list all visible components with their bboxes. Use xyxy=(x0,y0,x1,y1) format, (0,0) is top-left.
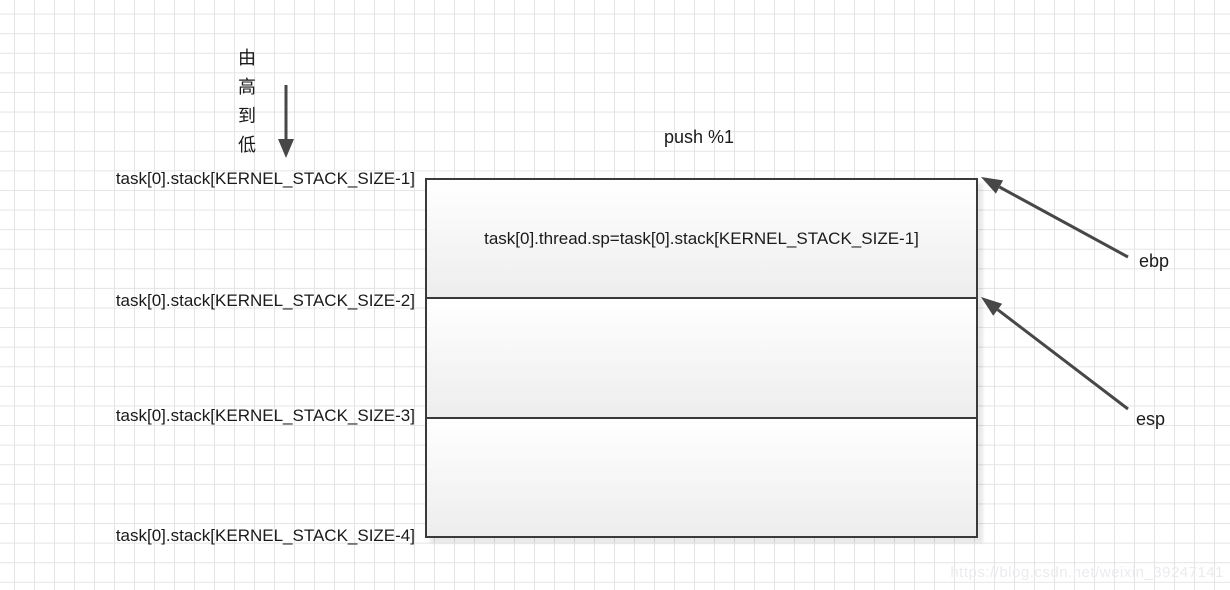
stack-address-label-4: task[0].stack[KERNEL_STACK_SIZE-4] xyxy=(115,526,415,545)
ebp-register-label: ebp xyxy=(1139,251,1170,271)
direction-note-text: 由高到低 xyxy=(238,48,256,155)
push-instruction-label: push %1 xyxy=(663,127,735,147)
stack-address-label-2: task[0].stack[KERNEL_STACK_SIZE-2] xyxy=(115,291,415,310)
stack-address-label-3: task[0].stack[KERNEL_STACK_SIZE-3] xyxy=(115,406,415,425)
stack-cell-top-text: task[0].thread.sp=task[0].stack[KERNEL_S… xyxy=(484,228,919,248)
stack-box: task[0].thread.sp=task[0].stack[KERNEL_S… xyxy=(425,178,978,538)
esp-arrow-icon xyxy=(981,297,1129,411)
stack-cell-middle xyxy=(427,299,976,419)
ebp-arrow-icon xyxy=(981,177,1129,259)
stack-cell-top: task[0].thread.sp=task[0].stack[KERNEL_S… xyxy=(427,180,976,300)
down-arrow-icon xyxy=(278,85,294,158)
stack-cell-bottom xyxy=(427,418,976,536)
watermark-text: https://blog.csdn.net/weixin_39247141 xyxy=(950,564,1224,581)
stack-address-label-1: task[0].stack[KERNEL_STACK_SIZE-1] xyxy=(115,169,415,188)
esp-register-label: esp xyxy=(1136,409,1166,429)
